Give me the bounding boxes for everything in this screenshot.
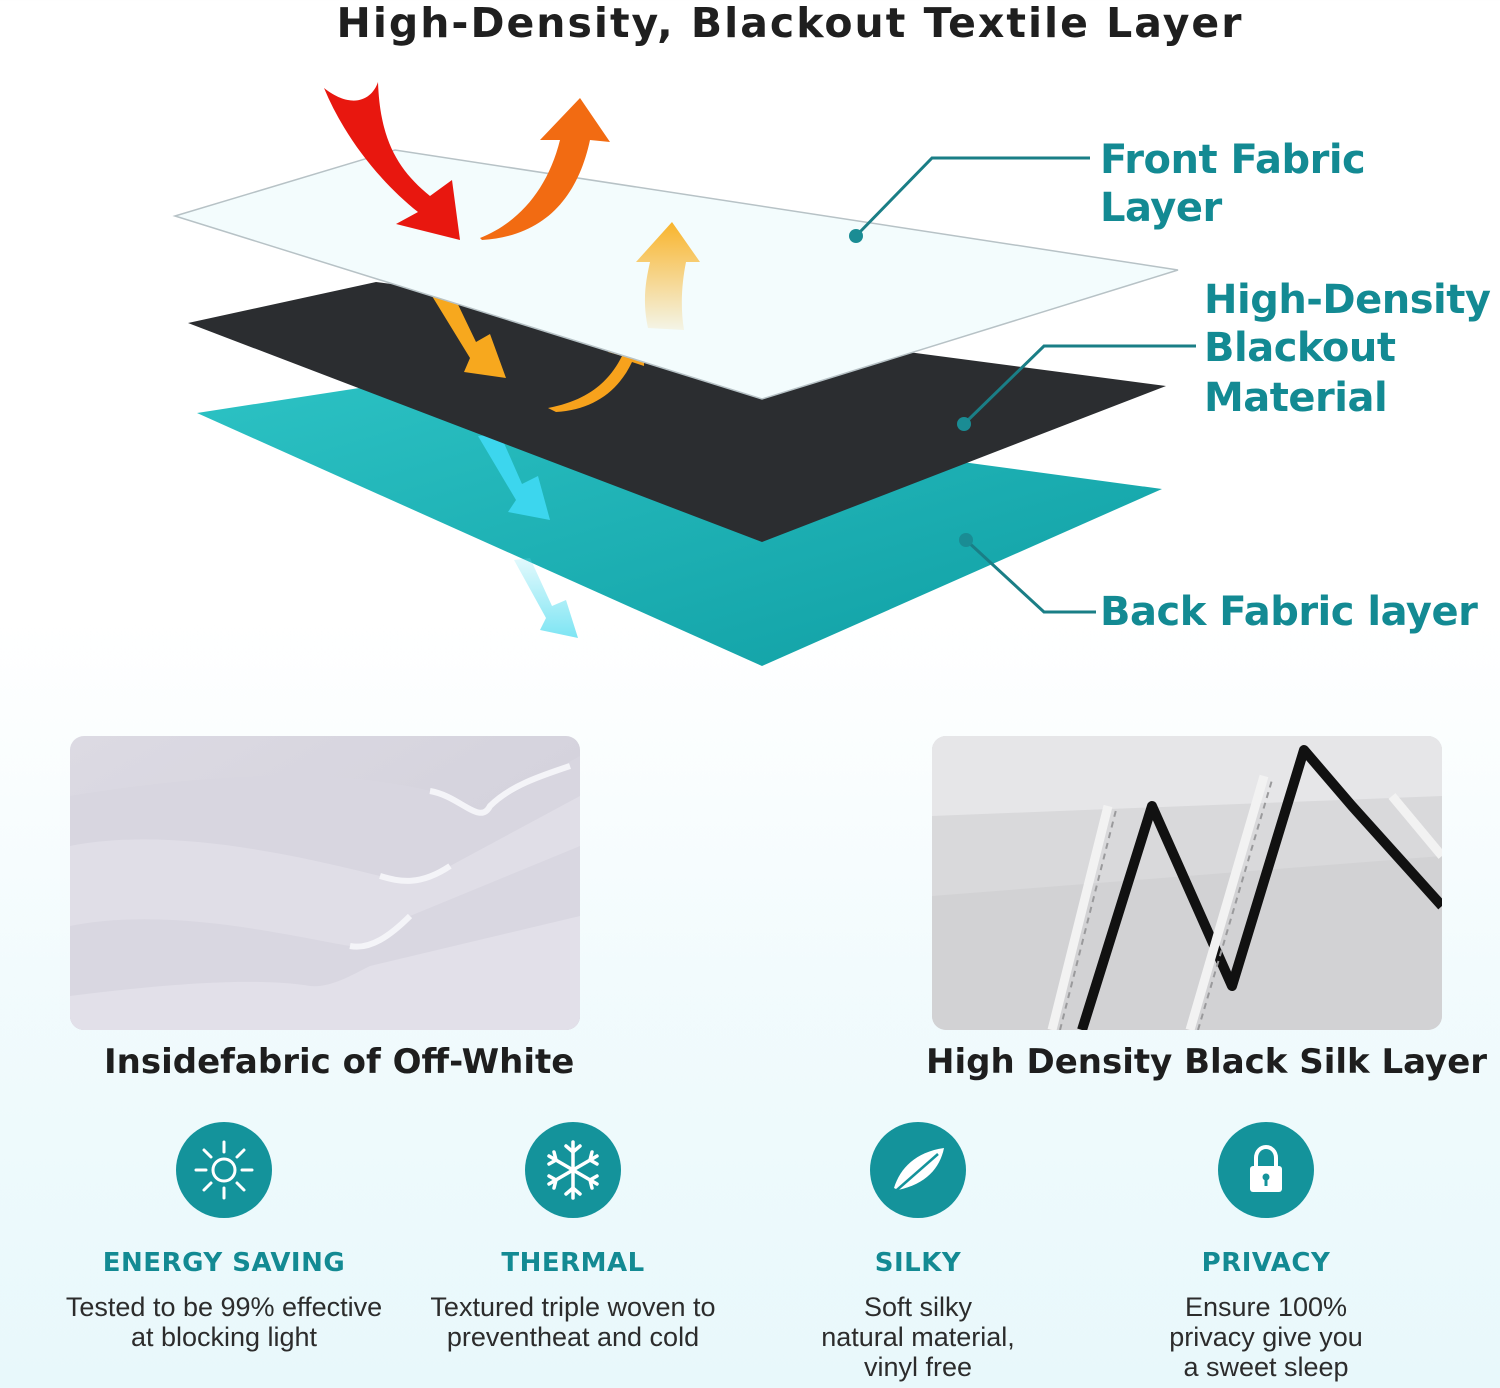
black-silk-layer-photo bbox=[932, 736, 1442, 1030]
blackout-layer bbox=[188, 282, 1166, 542]
middle-leader-line bbox=[962, 344, 1196, 426]
back-leader-dot bbox=[959, 533, 973, 547]
amber-down-arrow-icon bbox=[432, 292, 506, 378]
back-fabric-layer bbox=[197, 384, 1162, 666]
right-photo-caption: High Density Black Silk Layer bbox=[926, 1042, 1488, 1082]
sun-icon bbox=[176, 1122, 272, 1218]
feature-desc: Ensure 100% privacy give you a sweet sle… bbox=[1169, 1292, 1363, 1382]
feature-desc: Soft silky natural material, vinyl free bbox=[821, 1292, 1015, 1382]
front-leader-line bbox=[854, 156, 1090, 238]
feather-icon bbox=[870, 1122, 966, 1218]
amber-up-arrow-icon bbox=[636, 222, 700, 330]
feature-desc: Tested to be 99% effective at blocking l… bbox=[65, 1292, 383, 1352]
blackout-material-label-1: High-Density bbox=[1204, 277, 1491, 323]
lock-icon bbox=[1218, 1122, 1314, 1218]
cyan-arrow-icon bbox=[478, 434, 550, 520]
feature-title: ENERGY SAVING bbox=[102, 1248, 346, 1278]
feature-thermal: THERMAL Textured triple woven to prevent… bbox=[393, 1122, 753, 1352]
back-leader-line bbox=[964, 538, 1096, 614]
layer-diagram bbox=[172, 82, 1196, 666]
off-white-fabric-photo bbox=[70, 736, 580, 1030]
page-title: High-Density, Blackout Textile Layer bbox=[336, 0, 1244, 47]
blackout-material-label-2: Blackout bbox=[1204, 325, 1396, 371]
cyan-faded-arrow-icon bbox=[514, 558, 578, 638]
left-photo-caption: Insidefabric of Off-White bbox=[104, 1042, 575, 1082]
feature-title: SILKY bbox=[874, 1248, 962, 1278]
feature-title: THERMAL bbox=[501, 1248, 645, 1278]
feature-energy-saving: ENERGY SAVING Tested to be 99% effective… bbox=[44, 1122, 404, 1352]
front-leader-dot bbox=[849, 229, 863, 243]
front-fabric-label: Front Fabric Layer bbox=[1100, 137, 1366, 231]
red-arrow-icon bbox=[324, 82, 460, 240]
feature-title: PRIVACY bbox=[1201, 1248, 1331, 1278]
blackout-material-label-3: Material bbox=[1204, 375, 1388, 421]
feature-silky: SILKY Soft silky natural material, vinyl… bbox=[738, 1122, 1098, 1382]
middle-leader-dot bbox=[957, 417, 971, 431]
back-fabric-label: Back Fabric layer bbox=[1100, 589, 1478, 635]
feature-privacy: PRIVACY Ensure 100% privacy give you a s… bbox=[1086, 1122, 1446, 1382]
feature-desc: Textured triple woven to preventheat and… bbox=[430, 1292, 716, 1352]
snowflake-icon bbox=[525, 1122, 621, 1218]
orange-arrow-icon bbox=[480, 98, 610, 240]
